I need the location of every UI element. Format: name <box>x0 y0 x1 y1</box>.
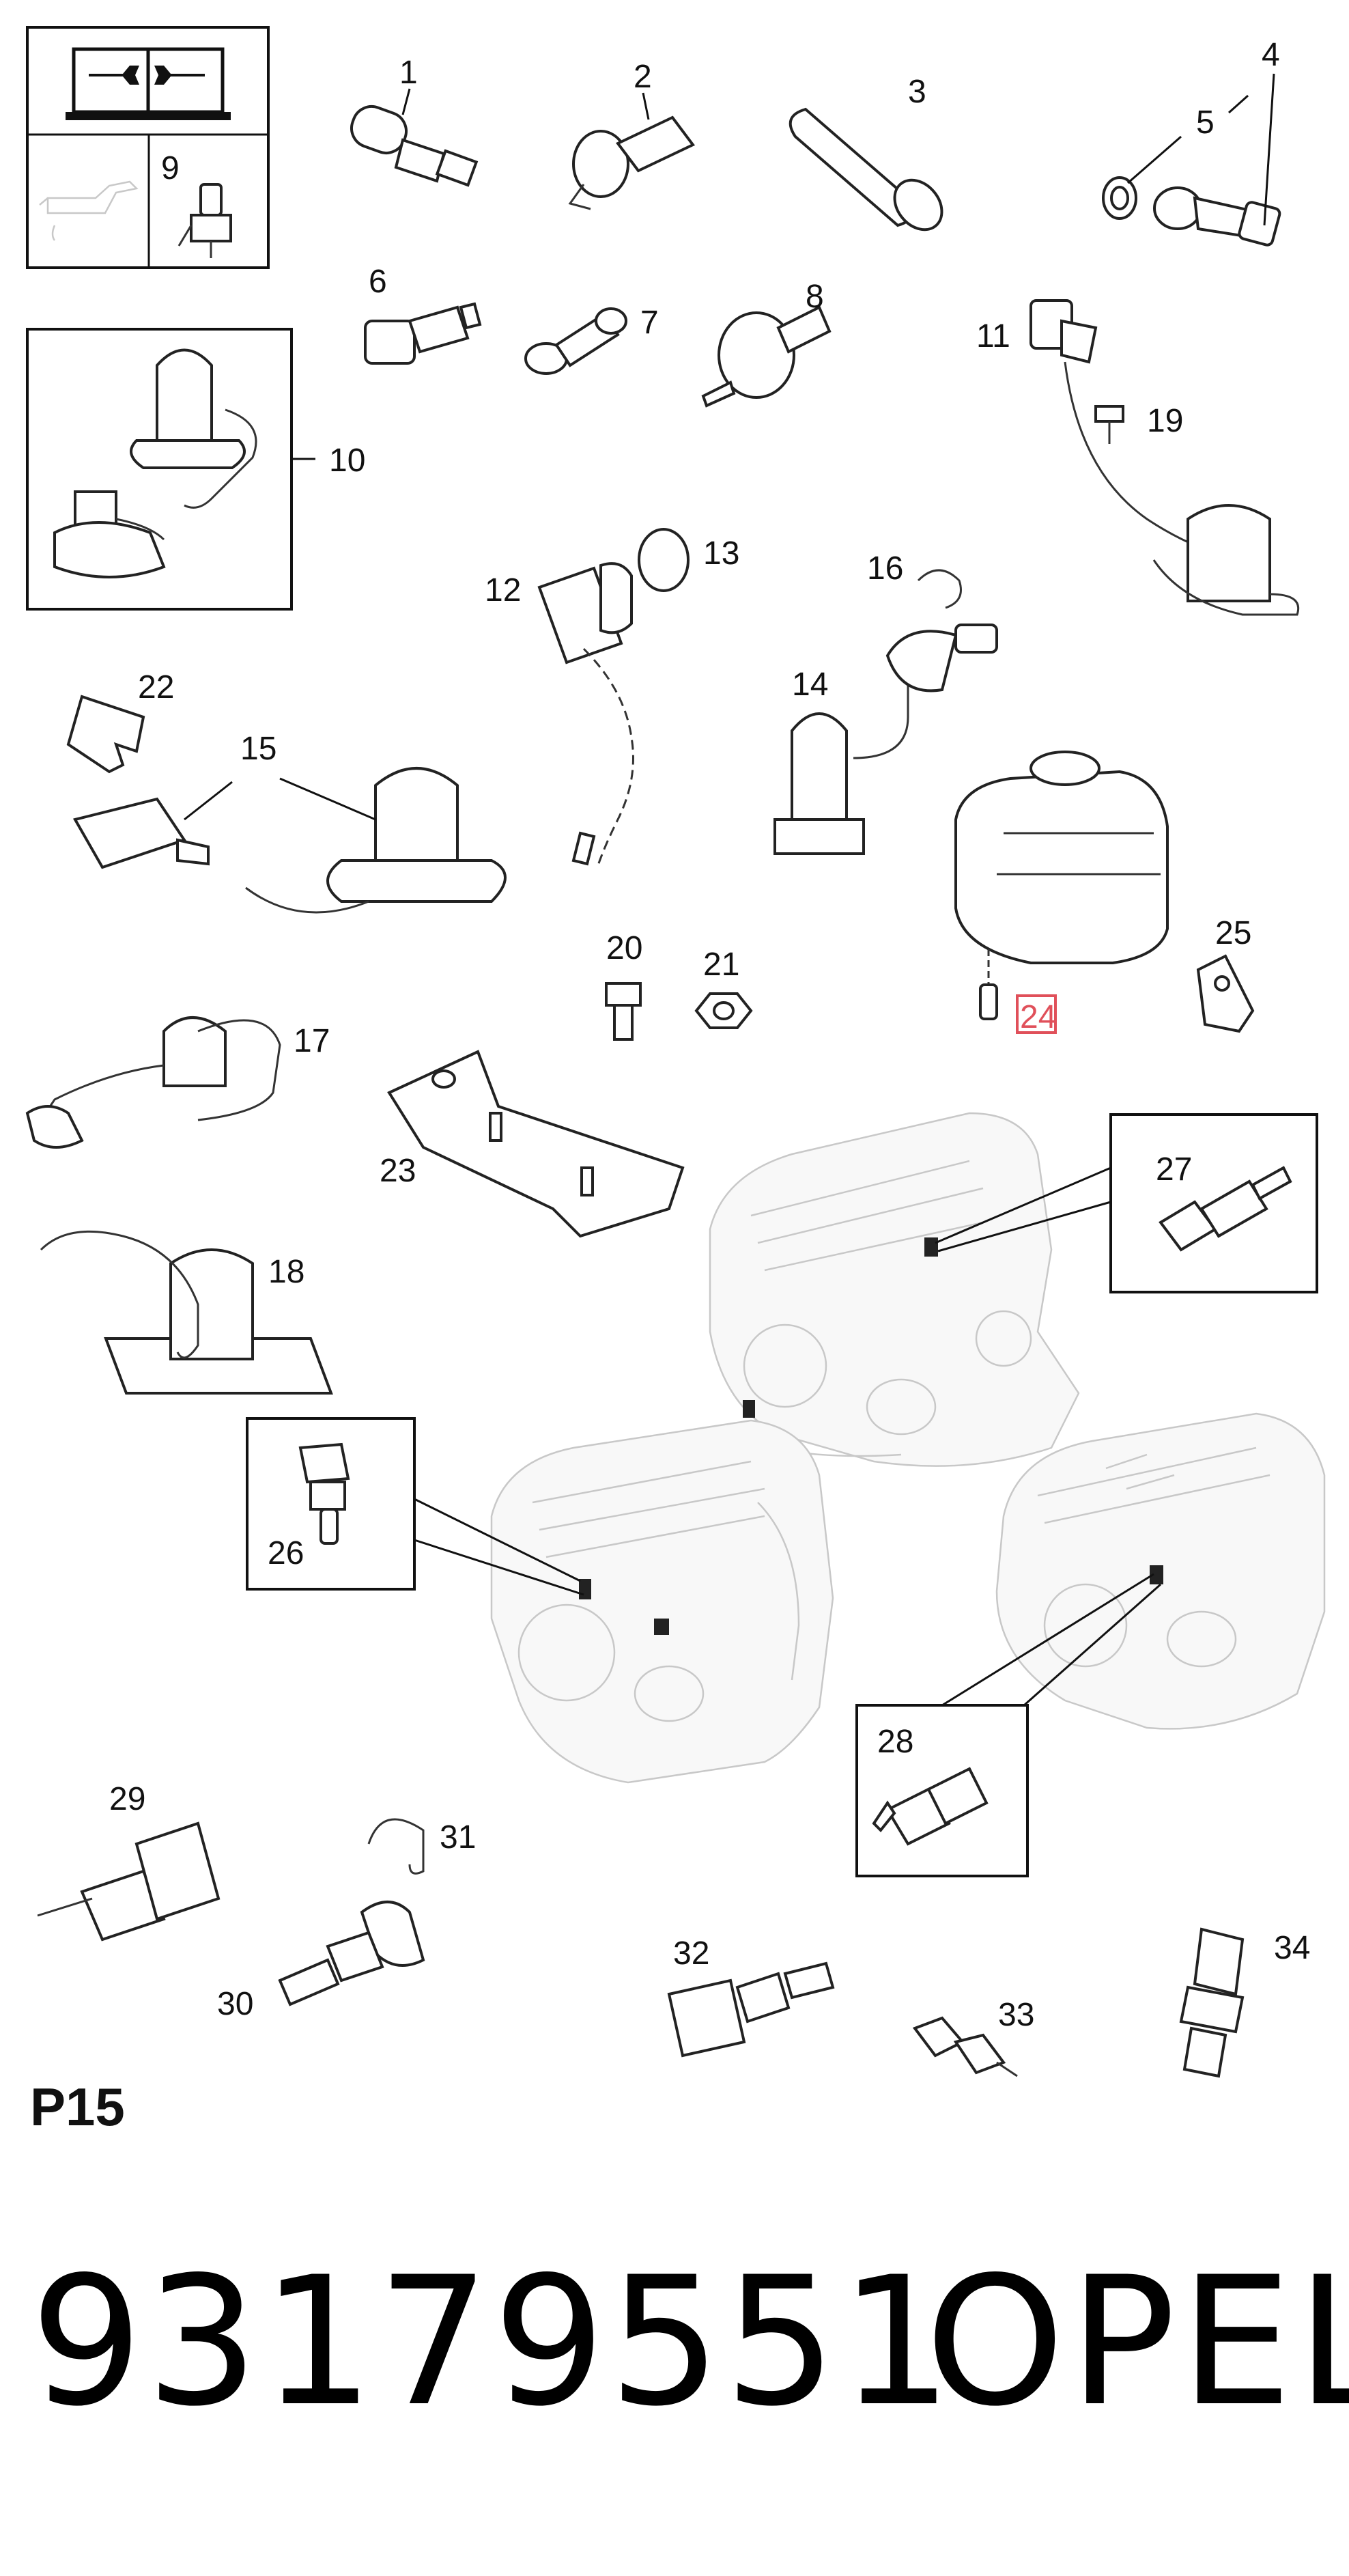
callout-28: 28 <box>877 1724 913 1760</box>
part-2-pressure-sensor <box>568 115 696 210</box>
callout-8: 8 <box>806 279 824 315</box>
callout-22: 22 <box>138 669 174 705</box>
callout-3: 3 <box>908 74 926 110</box>
page-code: P15 <box>30 2077 125 2137</box>
engine-illustration-top <box>709 1112 1080 1467</box>
part-5-washer <box>1102 176 1137 220</box>
callout-13: 13 <box>703 535 739 572</box>
part-9-sensor <box>178 183 232 258</box>
callout-19: 19 <box>1147 403 1183 439</box>
callout-2: 2 <box>634 59 652 95</box>
callout-17: 17 <box>294 1023 330 1059</box>
part-15-actuator <box>72 767 507 914</box>
brand-name: OPEL <box>925 2239 1349 2446</box>
callout-4: 4 <box>1262 37 1280 73</box>
part-7-sensor <box>524 307 627 375</box>
part-20-bolt <box>605 982 642 1041</box>
callout-7: 7 <box>640 305 659 341</box>
part-30-sensor <box>278 1901 425 2006</box>
part-28-box <box>855 1704 1029 1877</box>
part-25-bracket <box>1196 954 1255 1033</box>
manual-wrench-icon <box>66 47 231 120</box>
callout-34: 34 <box>1274 1930 1310 1966</box>
callout-14: 14 <box>792 667 828 703</box>
part-24-sensor <box>979 983 998 1020</box>
callout-11: 11 <box>976 318 1010 354</box>
part-27-box <box>1109 1113 1318 1293</box>
callout-10: 10 <box>329 443 365 479</box>
part-33-sensor <box>912 2016 1018 2077</box>
callout-29: 29 <box>109 1781 145 1817</box>
part-26-box <box>246 1417 416 1591</box>
part-22-bracket <box>66 695 145 774</box>
part-19-bolt <box>1094 405 1124 444</box>
part-4-pressure-switch <box>1153 186 1281 247</box>
callout-18: 18 <box>268 1254 304 1290</box>
part-21-nut <box>694 992 753 1029</box>
part-34-sensor <box>1179 1927 1245 2078</box>
callout-27: 27 <box>1156 1151 1192 1188</box>
part-16-clip <box>917 569 962 609</box>
part-8-knock-sensor <box>701 305 832 408</box>
part-6-temperature-sensor <box>364 302 482 365</box>
part-12-sensor-cable <box>537 562 634 868</box>
coolant-reservoir <box>954 751 1169 983</box>
engine-top-sensor-point <box>743 1237 938 1418</box>
callout-5: 5 <box>1196 104 1215 141</box>
callout-25: 25 <box>1215 915 1251 951</box>
info-box: 9 <box>26 26 270 269</box>
part-1-oil-pressure-switch <box>350 105 479 187</box>
callout-20: 20 <box>606 930 642 966</box>
callout-1: 1 <box>399 55 418 91</box>
part-13-o-ring <box>638 528 690 592</box>
part-18-vacuum-valve <box>40 1230 333 1395</box>
callout-21: 21 <box>703 947 739 983</box>
callout-26: 26 <box>268 1535 304 1571</box>
part-23-bracket <box>387 1050 685 1238</box>
callout-23: 23 <box>380 1153 416 1189</box>
part-31-clip <box>367 1818 425 1875</box>
callout-24-highlight <box>1016 994 1057 1034</box>
engine-illustration-left <box>490 1419 834 1784</box>
part-10-box <box>26 328 293 611</box>
part-number: 93179551 <box>30 2239 956 2446</box>
part-11-sensor-harness <box>1030 299 1299 616</box>
part-29-temperature-sensor <box>37 1821 221 1942</box>
callout-16: 16 <box>867 550 903 587</box>
callout-31: 31 <box>440 1819 476 1856</box>
callout-9: 9 <box>161 150 180 186</box>
part-17-valve-harness <box>25 1016 281 1149</box>
callout-6: 6 <box>369 264 387 300</box>
part-3-sleeve <box>789 107 943 232</box>
part-32-sensor <box>667 1961 835 2058</box>
callout-30: 30 <box>217 1986 253 2022</box>
callout-32: 32 <box>673 1935 709 1972</box>
callout-24: 24 <box>1020 999 1056 1035</box>
oil-can-icon <box>39 180 139 241</box>
part-14-level-sensor <box>773 624 998 855</box>
callout-33: 33 <box>998 1997 1034 2033</box>
callout-12: 12 <box>485 572 521 608</box>
callout-15: 15 <box>240 731 276 767</box>
engine-right-sensor-point <box>1150 1565 1163 1584</box>
